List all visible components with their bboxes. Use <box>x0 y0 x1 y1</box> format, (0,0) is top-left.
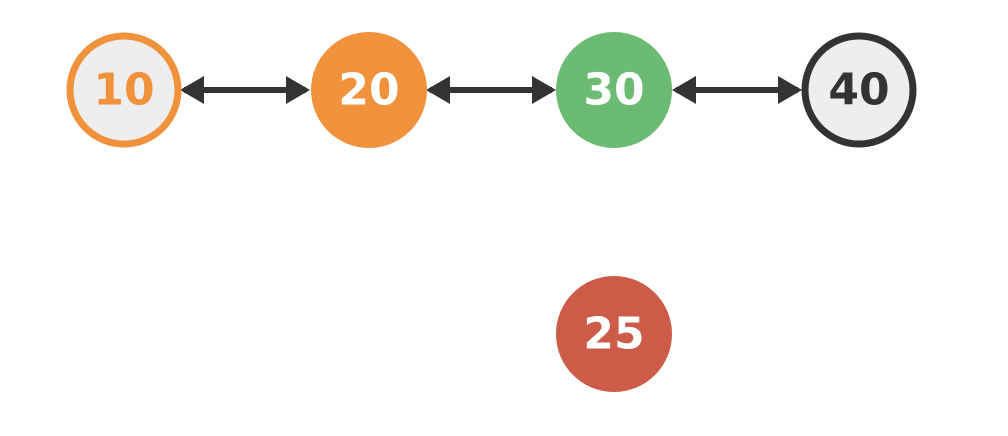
node-circle <box>801 32 917 148</box>
arrowhead-right-icon <box>778 76 802 104</box>
arrowhead-left-icon <box>426 76 450 104</box>
arrowhead-right-icon <box>286 76 310 104</box>
node-circle <box>66 32 182 148</box>
links-layer <box>180 76 802 104</box>
arrowhead-right-icon <box>532 76 556 104</box>
node-circle <box>556 32 672 148</box>
node-circle <box>556 276 672 392</box>
list-node-10[interactable]: 10 <box>66 32 182 148</box>
node-value: 10 <box>93 65 154 116</box>
list-node-40[interactable]: 40 <box>801 32 917 148</box>
node-value: 40 <box>828 65 889 116</box>
list-node-30[interactable]: 30 <box>556 32 672 148</box>
arrowhead-left-icon <box>672 76 696 104</box>
arrowhead-left-icon <box>180 76 204 104</box>
node-value: 25 <box>583 309 644 360</box>
node-value: 30 <box>583 65 644 116</box>
list-node-20[interactable]: 20 <box>311 32 427 148</box>
node-circle <box>311 32 427 148</box>
new-node-25[interactable]: 25 <box>556 276 672 392</box>
node-value: 20 <box>338 65 399 116</box>
